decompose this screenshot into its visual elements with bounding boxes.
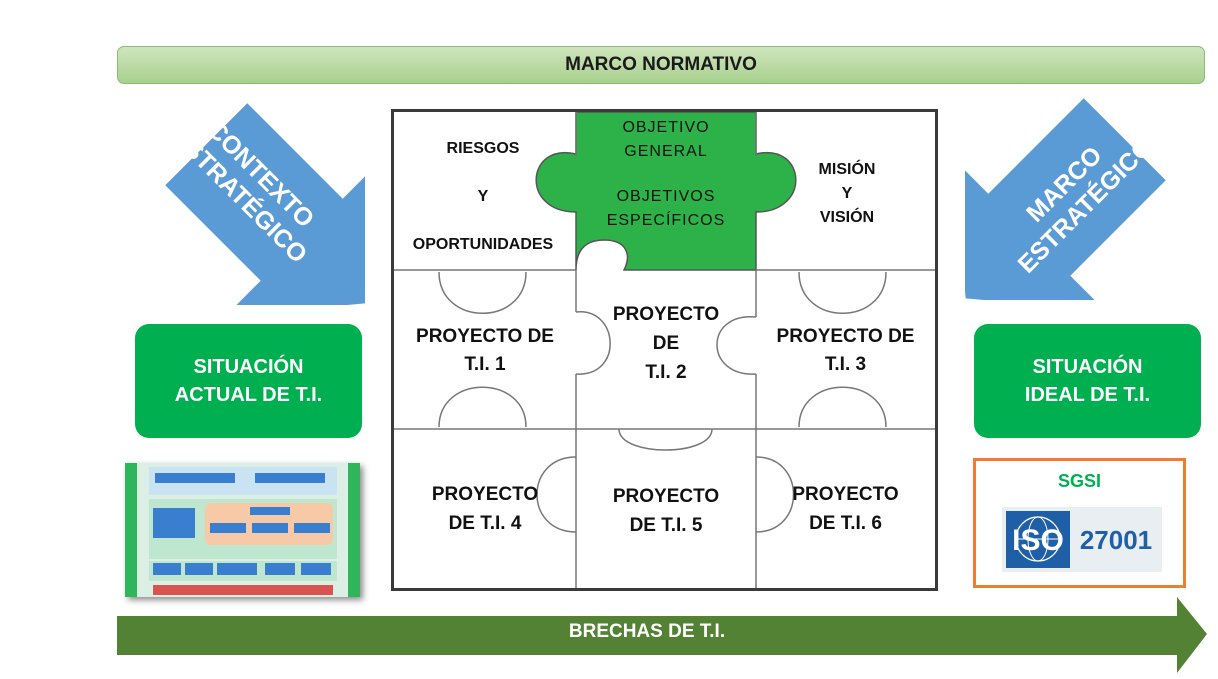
situacion-actual-box: SITUACIÓN ACTUAL DE T.I. bbox=[135, 324, 362, 438]
proyecto-4-text: PROYECTO DE T.I. 4 bbox=[394, 480, 576, 538]
iso-number: 27001 bbox=[1080, 525, 1152, 555]
process-map-thumbnail bbox=[125, 463, 360, 597]
objetivo-line2: GENERAL bbox=[624, 143, 708, 160]
objetivo-text: OBJETIVO GENERAL OBJETIVOS ESPECÍFICOS bbox=[576, 116, 756, 233]
p4-line2: DE T.I. 4 bbox=[448, 513, 522, 534]
proyecto-5-text: PROYECTO DE T.I. 5 bbox=[576, 482, 756, 540]
iso-27001-logo: ISO 27001 bbox=[1002, 507, 1162, 572]
objetivo-piece bbox=[535, 112, 797, 271]
objetivo-line1: OBJETIVO bbox=[622, 119, 710, 136]
p3-line2: T.I. 3 bbox=[824, 354, 867, 375]
puzzle-pieces bbox=[394, 112, 935, 588]
p6-line2: DE T.I. 6 bbox=[809, 513, 882, 534]
objetivo-line4: ESPECÍFICOS bbox=[606, 212, 726, 229]
p6-line1: PROYECTO bbox=[792, 484, 899, 505]
p5-line2: DE T.I. 5 bbox=[629, 515, 703, 536]
situacion-ideal-line2: IDEAL DE T.I. bbox=[1024, 384, 1151, 406]
proyecto-3-text: PROYECTO DE T.I. 3 bbox=[756, 323, 935, 379]
p1-line2: T.I. 1 bbox=[464, 354, 506, 375]
proyecto-1-text: PROYECTO DE T.I. 1 bbox=[394, 323, 576, 379]
puzzle-frame: RIESGOS Y OPORTUNIDADES OBJETIVO GENERAL… bbox=[391, 109, 938, 591]
p2-line3: T.I. 2 bbox=[645, 362, 687, 383]
p4-line1: PROYECTO bbox=[431, 484, 539, 505]
situacion-ideal-box: SITUACIÓN IDEAL DE T.I. bbox=[974, 324, 1201, 438]
riesgos-text: RIESGOS Y OPORTUNIDADES bbox=[394, 136, 572, 258]
situacion-ideal-line1: SITUACIÓN bbox=[1032, 356, 1143, 378]
p2-line2: DE bbox=[652, 333, 680, 354]
mision-text: MISIÓN Y VISIÓN bbox=[759, 158, 935, 230]
situacion-actual-line1: SITUACIÓN bbox=[193, 356, 304, 378]
contexto-estrategico-arrow bbox=[165, 103, 365, 305]
marco-normativo-bar: MARCO NORMATIVO bbox=[117, 46, 1205, 84]
situacion-actual-line2: ACTUAL DE T.I. bbox=[174, 384, 323, 406]
brechas-label: BRECHAS DE T.I. bbox=[568, 621, 726, 642]
p3-line1: PROYECTO DE bbox=[776, 326, 915, 347]
proyecto-6-text: PROYECTO DE T.I. 6 bbox=[756, 480, 935, 538]
riesgos-line3: OPORTUNIDADES bbox=[412, 236, 554, 253]
riesgos-line1: RIESGOS bbox=[446, 140, 520, 157]
brechas-arrow bbox=[117, 597, 1207, 673]
riesgos-line2: Y bbox=[477, 188, 489, 205]
mision-line1: MISIÓN bbox=[818, 161, 876, 178]
sgsi-box: SGSI ISO 27001 bbox=[973, 458, 1186, 588]
objetivo-line3: OBJETIVOS bbox=[616, 188, 716, 205]
p5-line1: PROYECTO bbox=[612, 486, 720, 507]
proyecto-2-text: PROYECTO DE T.I. 2 bbox=[576, 300, 756, 387]
p2-line1: PROYECTO bbox=[612, 304, 720, 325]
marco-estrategico-arrow bbox=[965, 98, 1166, 300]
sgsi-label: SGSI bbox=[1057, 471, 1101, 491]
p1-line1: PROYECTO DE bbox=[416, 326, 554, 347]
marco-normativo-label: MARCO NORMATIVO bbox=[565, 54, 757, 75]
mision-line3: VISIÓN bbox=[819, 209, 875, 226]
mision-line2: Y bbox=[841, 185, 853, 202]
iso-text: ISO bbox=[1012, 524, 1064, 557]
